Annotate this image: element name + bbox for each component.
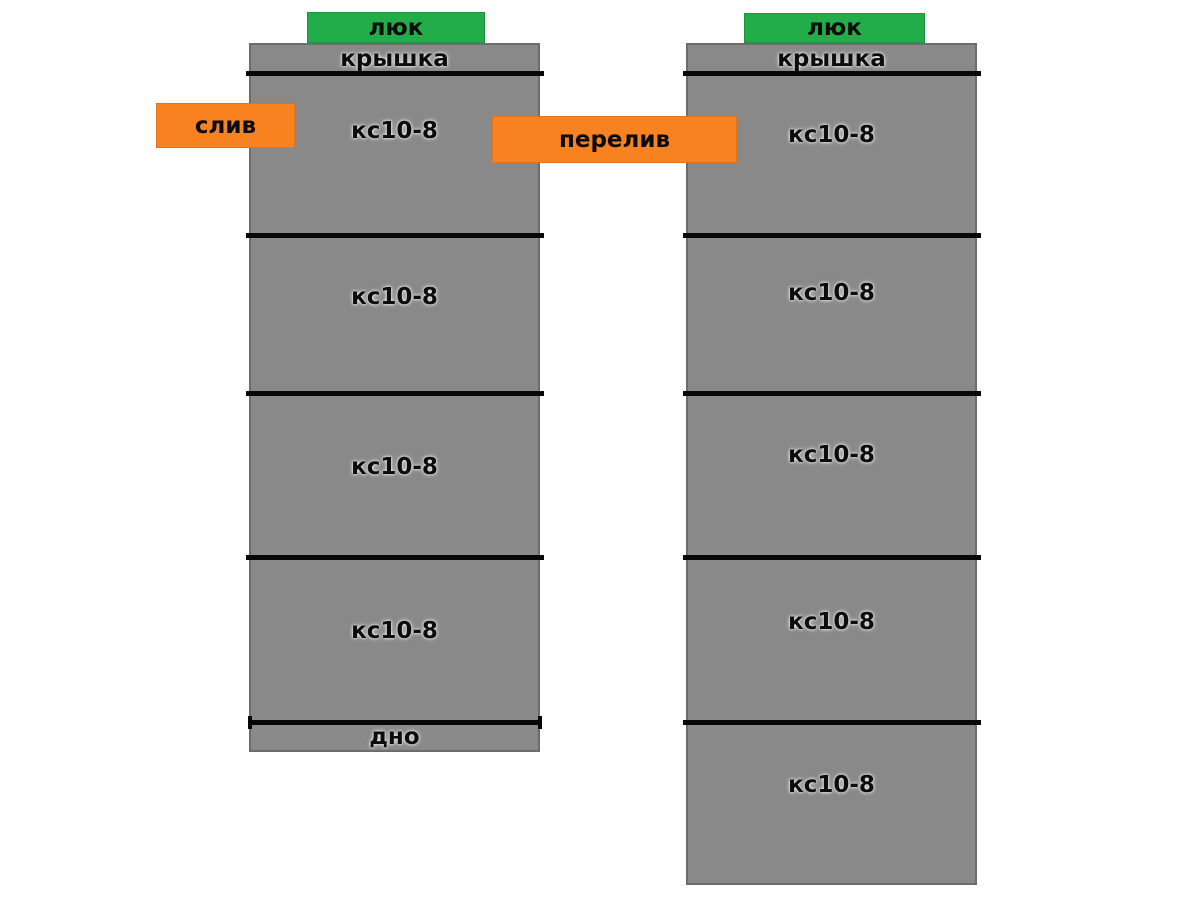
ring-label: кс10-8	[788, 609, 875, 635]
well-column-right: крышка кс10-8 кс10-8 кс10-8 кс10-8 кс10-…	[683, 43, 981, 885]
ring-label: кс10-8	[351, 284, 438, 310]
cover-joint-line	[246, 71, 544, 76]
ring-label: кс10-8	[788, 772, 875, 798]
ring-label: кс10-8	[351, 454, 438, 480]
ring-joint-line	[683, 391, 981, 396]
bottom-label: дно	[369, 723, 420, 750]
drain-callout: слив	[156, 103, 295, 148]
ring-joint-line	[683, 720, 981, 725]
bottom-joint-line	[248, 716, 542, 729]
ring-label: кс10-8	[788, 122, 875, 148]
manhole-hatch-left-label: люк	[368, 14, 424, 41]
ring-joint-line	[246, 555, 544, 560]
manhole-hatch-right-label: люк	[807, 15, 862, 41]
overflow-callout-label: перелив	[558, 126, 671, 153]
drain-callout-label: слив	[194, 112, 257, 139]
ring-label: кс10-8	[788, 442, 875, 468]
well-column-left: крышка кс10-8 кс10-8 кс10-8 кс10-8 дно	[246, 43, 544, 752]
cover-joint-line	[683, 71, 981, 76]
ring-joint-line	[683, 555, 981, 560]
ring-label: кс10-8	[788, 280, 875, 306]
ring-joint-line	[246, 233, 544, 238]
ring-joint-line	[683, 233, 981, 238]
overflow-callout: перелив	[492, 116, 737, 163]
manhole-hatch-left: люк	[307, 12, 485, 43]
manhole-hatch-right: люк	[744, 13, 925, 43]
line-end-tick	[538, 716, 542, 729]
cover-label-right: крышка	[777, 45, 886, 72]
ring-label: кс10-8	[351, 618, 438, 644]
ring-label: кс10-8	[351, 118, 438, 144]
cover-label-left: крышка	[340, 45, 449, 72]
ring-joint-line	[246, 391, 544, 396]
line-end-tick	[248, 716, 252, 729]
